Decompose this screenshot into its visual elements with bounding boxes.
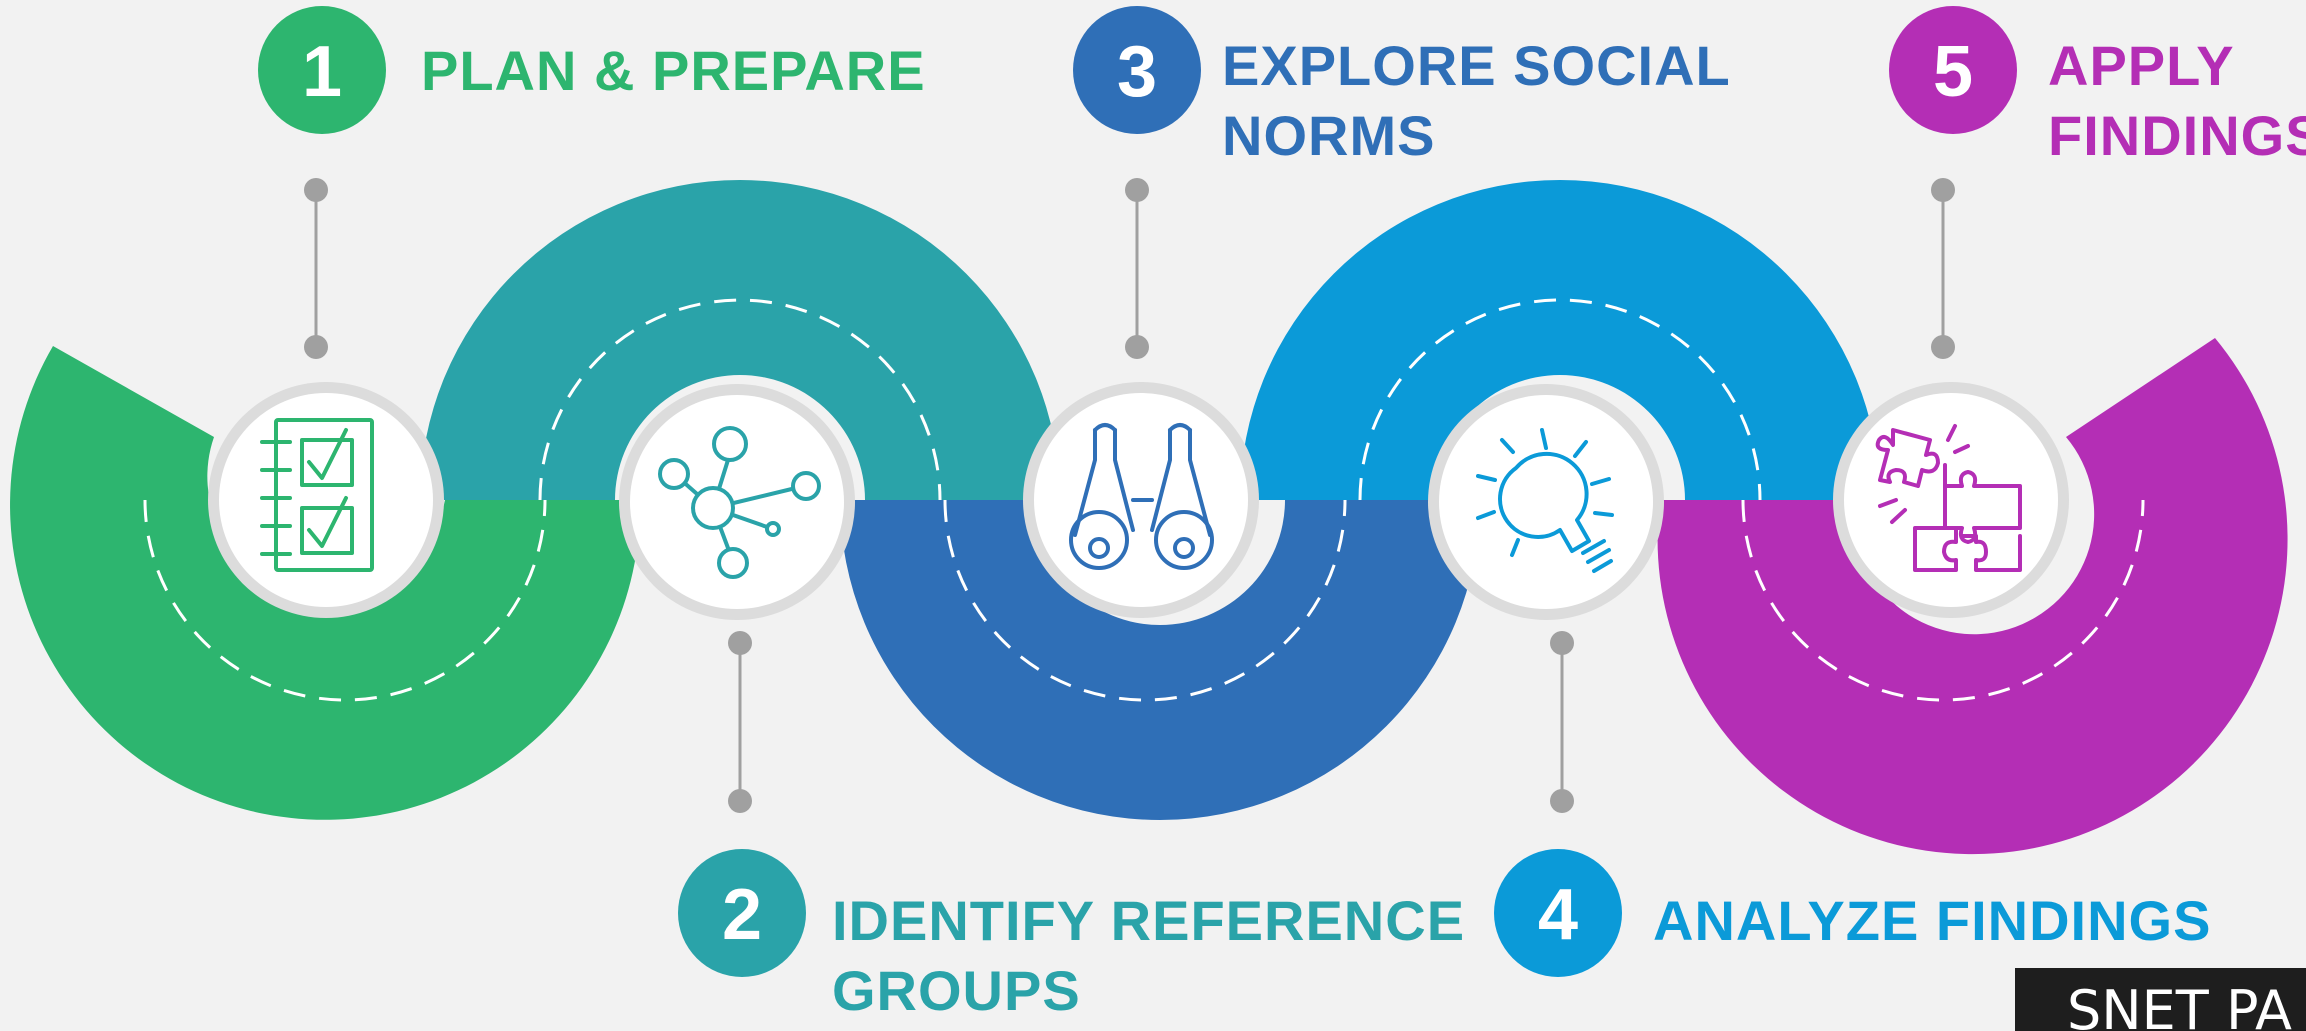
badge-5 [1889,6,2017,134]
step-3-title: EXPLORE SOCIAL NORMS [1222,31,1731,171]
badge-3 [1073,6,1201,134]
checklist-icon [260,418,374,572]
step-3-title-line-1: EXPLORE SOCIAL [1222,34,1731,97]
icon-circles [208,382,2069,620]
badge-2-number: 2 [722,875,762,955]
number-badges [258,6,2017,977]
step-4-title-line-1: ANALYZE FINDINGS [1653,889,2212,952]
binoculars-icon [1069,423,1214,570]
badge-2 [678,849,806,977]
step-1-title-line-1: PLAN & PREPARE [421,39,926,102]
badge-4-number: 4 [1538,875,1578,955]
segment-3-blue [840,500,1480,820]
step-3-title-line-2: NORMS [1222,104,1436,167]
network-icon [658,426,821,579]
badge-5-number: 5 [1933,32,1973,112]
badge-1-number: 1 [302,32,342,112]
connectors [304,178,1955,813]
step-1-title: PLAN & PREPARE [421,36,926,106]
step-2-title-line-2: GROUPS [832,959,1081,1022]
step-2-title: IDENTIFY REFERENCE GROUPS [832,886,1465,1026]
step-4-title: ANALYZE FINDINGS [1653,886,2211,956]
badge-1 [258,6,386,134]
step-5-title: APPLY FINDINGS [2048,31,2306,171]
step-2-title-line-1: IDENTIFY REFERENCE [832,889,1466,952]
step-5-title-line-1: APPLY [2048,34,2235,97]
corner-tag: SNET PA [2015,968,2306,1031]
puzzle-icon [1875,424,2022,572]
segment-5-magenta [1657,338,2288,855]
corner-tag-text: SNET PA [2067,979,2292,1031]
step-5-title-line-2: FINDINGS [2048,104,2306,167]
segment-2-teal [420,180,1060,500]
badge-4 [1494,849,1622,977]
segment-4-cyan [1240,180,1880,500]
lightbulb-icon [1476,428,1614,573]
badge-3-number: 3 [1117,32,1157,112]
segment-1-green [10,346,641,820]
